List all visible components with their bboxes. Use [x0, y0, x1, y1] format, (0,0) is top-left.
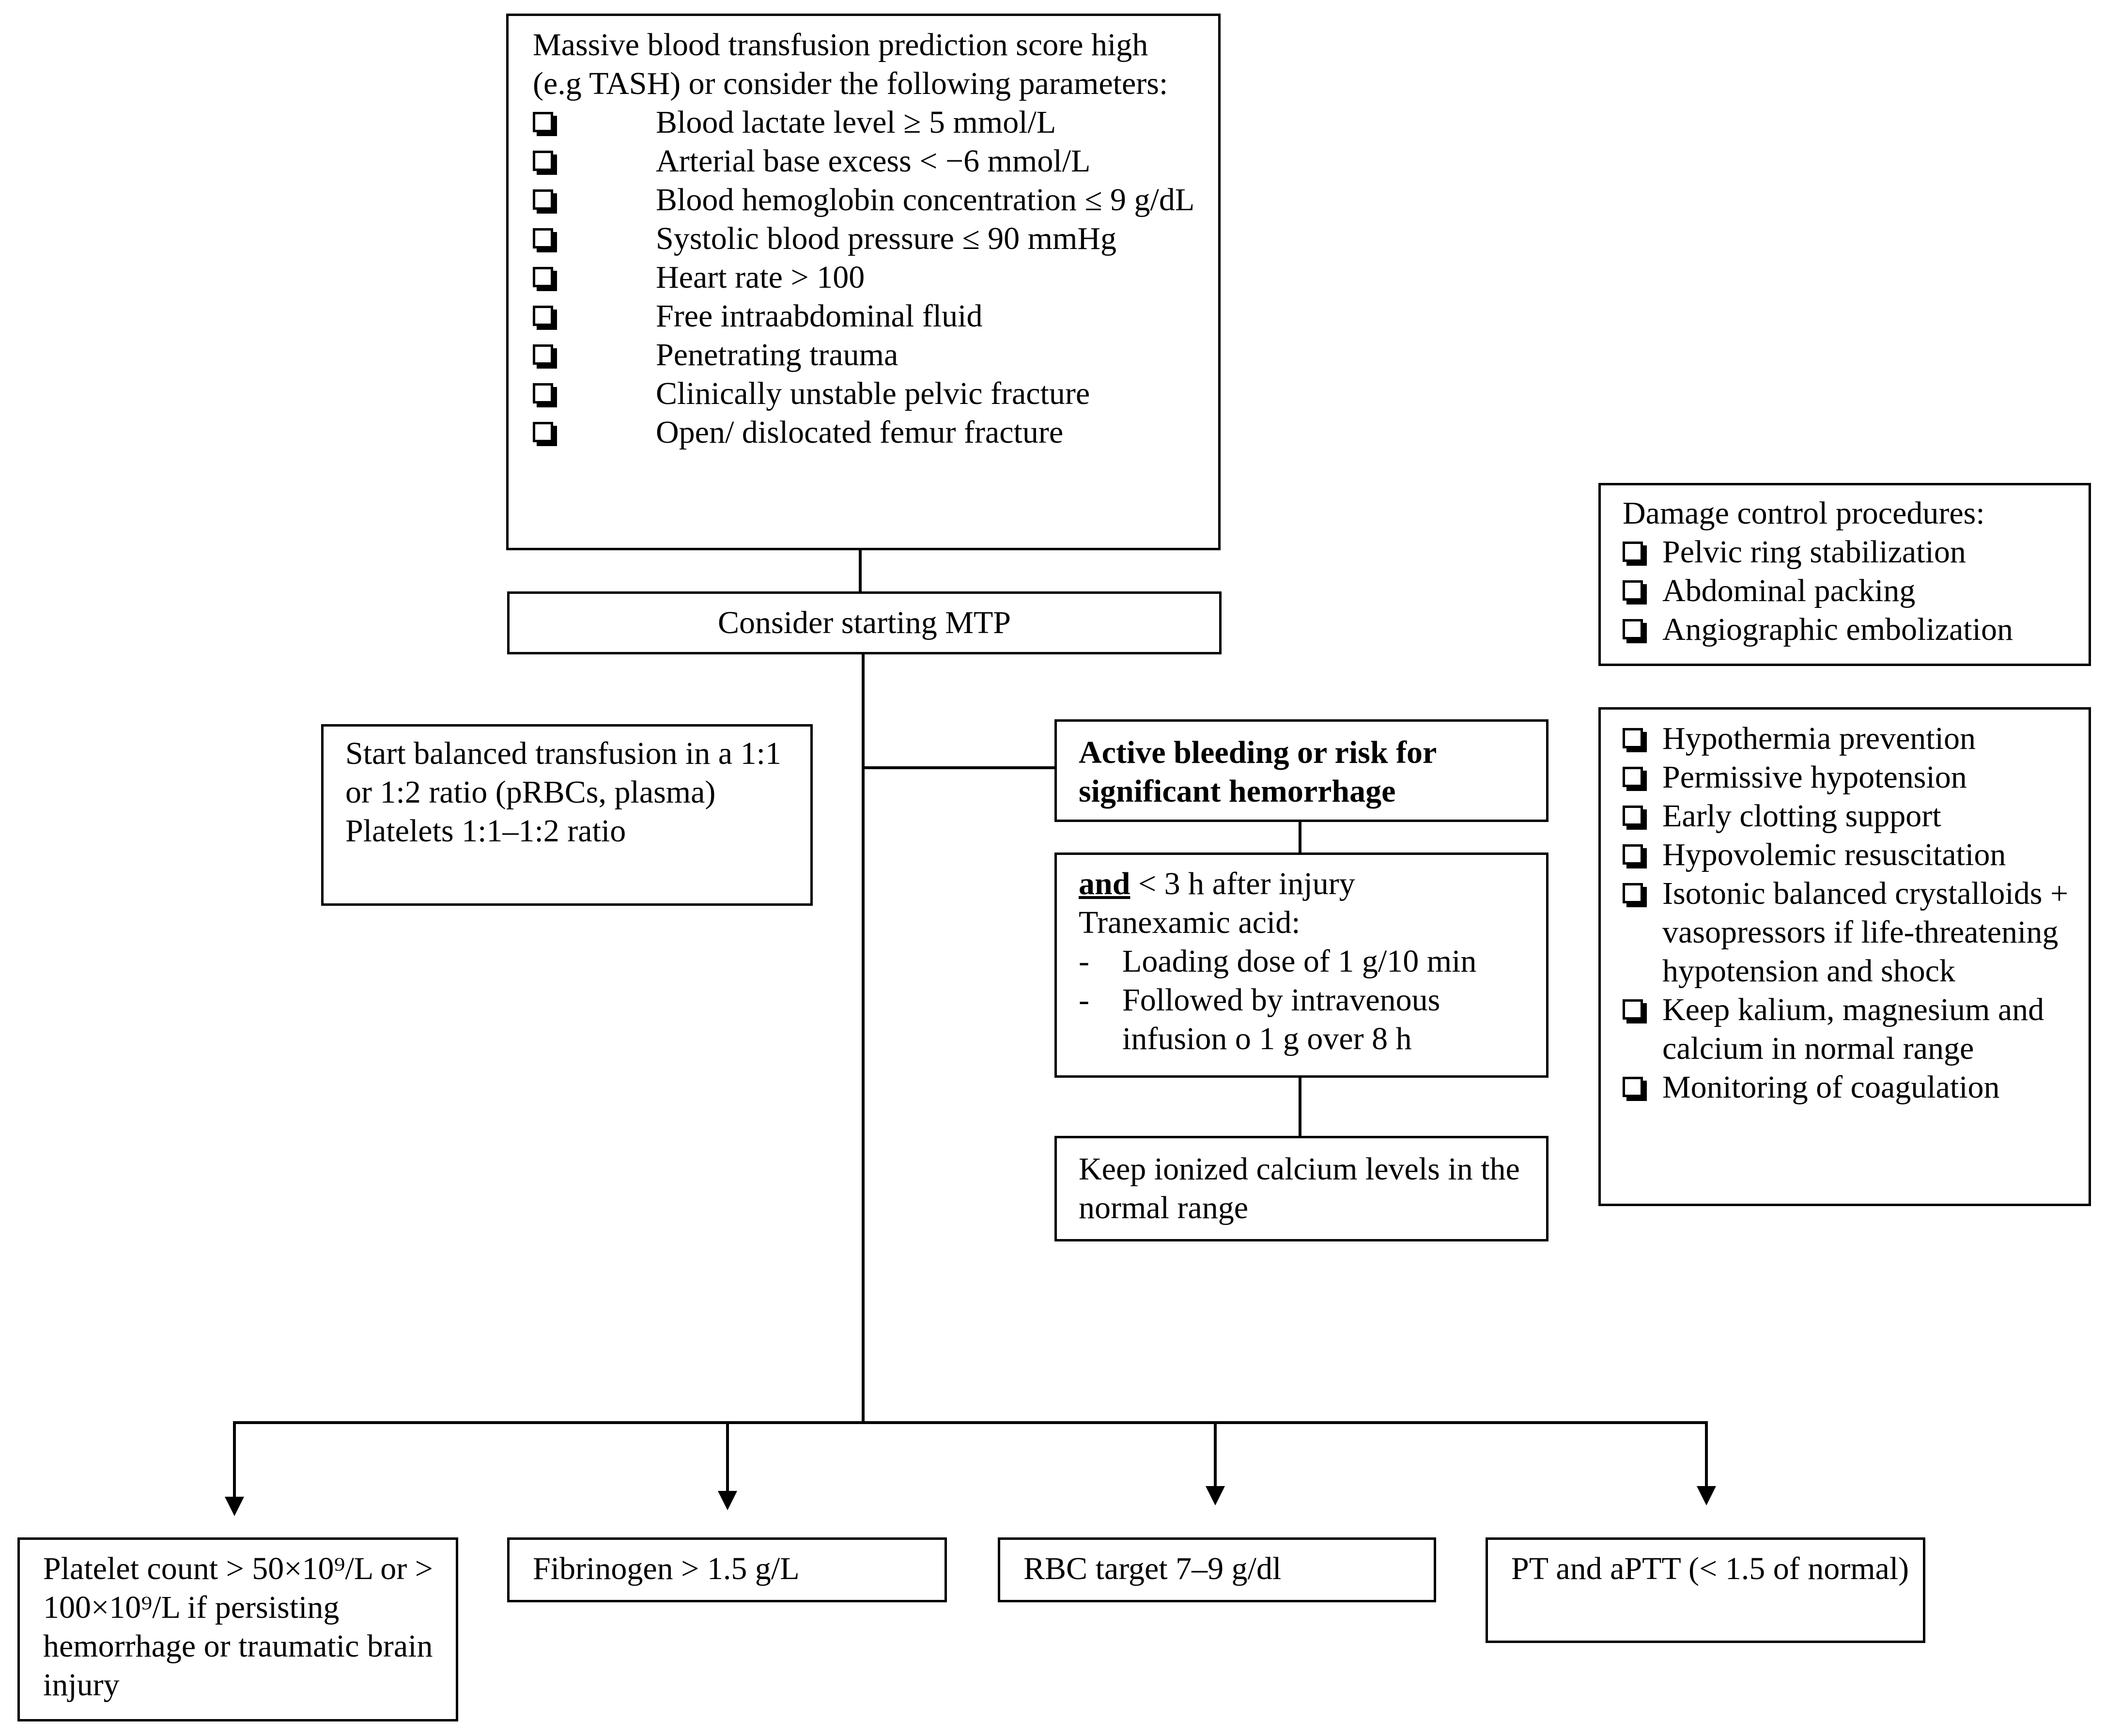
checkbox-icon: [1623, 580, 1643, 601]
criteria-item: Clinically unstable pelvic fracture: [533, 374, 1199, 413]
connector-drop-4: [1705, 1421, 1708, 1489]
txa-bullet: -Followed by intravenous infusion o 1 g …: [1079, 982, 1440, 1056]
connector-drop-3: [1214, 1421, 1217, 1489]
checkbox-icon: [533, 422, 553, 442]
checkbox-icon: [1623, 728, 1643, 748]
bleeding-box: Active bleeding or risk for significant …: [1054, 719, 1549, 822]
checkbox-icon: [533, 344, 553, 365]
measure-item: Keep kalium, magnesium and calcium in no…: [1623, 991, 2074, 1068]
connector-txa-to-calcium: [1299, 1075, 1301, 1137]
checkbox-icon: [1623, 806, 1643, 826]
fibrinogen-target-box: Fibrinogen > 1.5 g/L: [507, 1537, 947, 1602]
txa-timing: and < 3 h after injury: [1079, 865, 1527, 903]
criteria-box: Massive blood transfusion prediction sco…: [506, 14, 1221, 550]
fibrinogen-target-text: Fibrinogen > 1.5 g/L: [533, 1551, 800, 1586]
connector-drop-1: [233, 1421, 236, 1499]
checkbox-icon: [1623, 542, 1643, 562]
calcium-box: Keep ionized calcium levels in the norma…: [1054, 1136, 1549, 1241]
txa-box: and < 3 h after injury Tranexamic acid: …: [1054, 852, 1549, 1078]
and-label: and: [1079, 866, 1130, 901]
mtp-label: Consider starting MTP: [718, 605, 1011, 640]
platelets-ratio-text: Platelets 1:1–1:2 ratio: [345, 813, 626, 849]
txa-time-text: < 3 h after injury: [1130, 866, 1355, 901]
checkbox-icon: [1623, 767, 1643, 787]
damage-control-title: Damage control procedures:: [1623, 496, 1985, 531]
coagulation-target-text: PT and aPTT (< 1.5 of normal): [1511, 1551, 1909, 1586]
bleeding-label: Active bleeding or risk for significant …: [1079, 735, 1437, 809]
arrow-down-4: [1697, 1486, 1716, 1505]
checkbox-icon: [1623, 619, 1643, 639]
platelet-target-box: Platelet count > 50×10⁹/L or > 100×10⁹/L…: [17, 1537, 458, 1721]
transfusion-box: Start balanced transfusion in a 1:1 or 1…: [321, 724, 813, 906]
criteria-item: Systolic blood pressure ≤ 90 mmHg: [533, 219, 1199, 258]
measures-box: Hypothermia prevention Permissive hypote…: [1598, 707, 2091, 1206]
rbc-target-box: RBC target 7–9 g/dl: [998, 1537, 1436, 1602]
checkbox-icon: [533, 383, 553, 403]
damage-control-item: Pelvic ring stabilization: [1623, 533, 2074, 572]
arrow-down-1: [225, 1497, 244, 1516]
platelet-target-text: Platelet count > 50×10⁹/L or > 100×10⁹/L…: [43, 1551, 433, 1703]
criteria-intro: Massive blood transfusion prediction sco…: [533, 27, 1168, 101]
connector-bleeding-to-txa: [1299, 820, 1301, 854]
coagulation-target-box: PT and aPTT (< 1.5 of normal): [1486, 1537, 1925, 1643]
checkbox-icon: [533, 267, 553, 287]
criteria-item: Free intraabdominal fluid: [533, 297, 1199, 336]
measure-item: Isotonic balanced crystalloids + vasopre…: [1623, 874, 2074, 991]
measure-item: Hypothermia prevention: [1623, 719, 2074, 758]
checkbox-icon: [1623, 844, 1643, 865]
checkbox-icon: [533, 228, 553, 248]
arrow-down-3: [1206, 1486, 1225, 1505]
checkbox-icon: [1623, 999, 1643, 1020]
checkbox-icon: [1623, 1077, 1643, 1097]
criteria-item: Open/ dislocated femur fracture: [533, 413, 1199, 452]
checkbox-icon: [533, 112, 553, 132]
criteria-item: Blood hemoglobin concentration ≤ 9 g/dL: [533, 181, 1199, 219]
checkbox-icon: [1623, 883, 1643, 903]
txa-drug: Tranexamic acid:: [1079, 905, 1301, 940]
transfusion-ratio-text: Start balanced transfusion in a 1:1 or 1…: [345, 736, 781, 810]
mtp-box: Consider starting MTP: [507, 591, 1222, 654]
calcium-label: Keep ionized calcium levels in the norma…: [1079, 1151, 1520, 1225]
measure-item: Early clotting support: [1623, 797, 2074, 836]
damage-control-item: Angiographic embolization: [1623, 610, 2074, 649]
damage-control-box: Damage control procedures: Pelvic ring s…: [1598, 483, 2091, 666]
measure-item: Permissive hypotension: [1623, 758, 2074, 797]
criteria-item: Heart rate > 100: [533, 258, 1199, 297]
measure-item: Monitoring of coagulation: [1623, 1068, 2074, 1107]
arrow-down-2: [718, 1491, 737, 1510]
rbc-target-text: RBC target 7–9 g/dl: [1023, 1551, 1282, 1586]
connector-bottom-horizontal: [233, 1421, 1708, 1424]
checkbox-icon: [533, 189, 553, 210]
criteria-item: Blood lactate level ≥ 5 mmol/L: [533, 103, 1199, 142]
checkbox-icon: [533, 151, 553, 171]
connector-main-trunk: [862, 653, 865, 1422]
checkbox-icon: [533, 306, 553, 326]
damage-control-item: Abdominal packing: [1623, 572, 2074, 610]
connector-drop-2: [726, 1421, 729, 1494]
connector-criteria-to-mtp: [859, 548, 862, 594]
connector-trunk-to-bleeding: [862, 766, 1055, 769]
measure-item: Hypovolemic resuscitation: [1623, 836, 2074, 874]
criteria-item: Arterial base excess < −6 mmol/L: [533, 142, 1199, 181]
criteria-item: Penetrating trauma: [533, 336, 1199, 374]
criteria-list: Blood lactate level ≥ 5 mmol/L Arterial …: [533, 103, 1199, 452]
txa-bullet: -Loading dose of 1 g/10 min: [1079, 944, 1477, 979]
